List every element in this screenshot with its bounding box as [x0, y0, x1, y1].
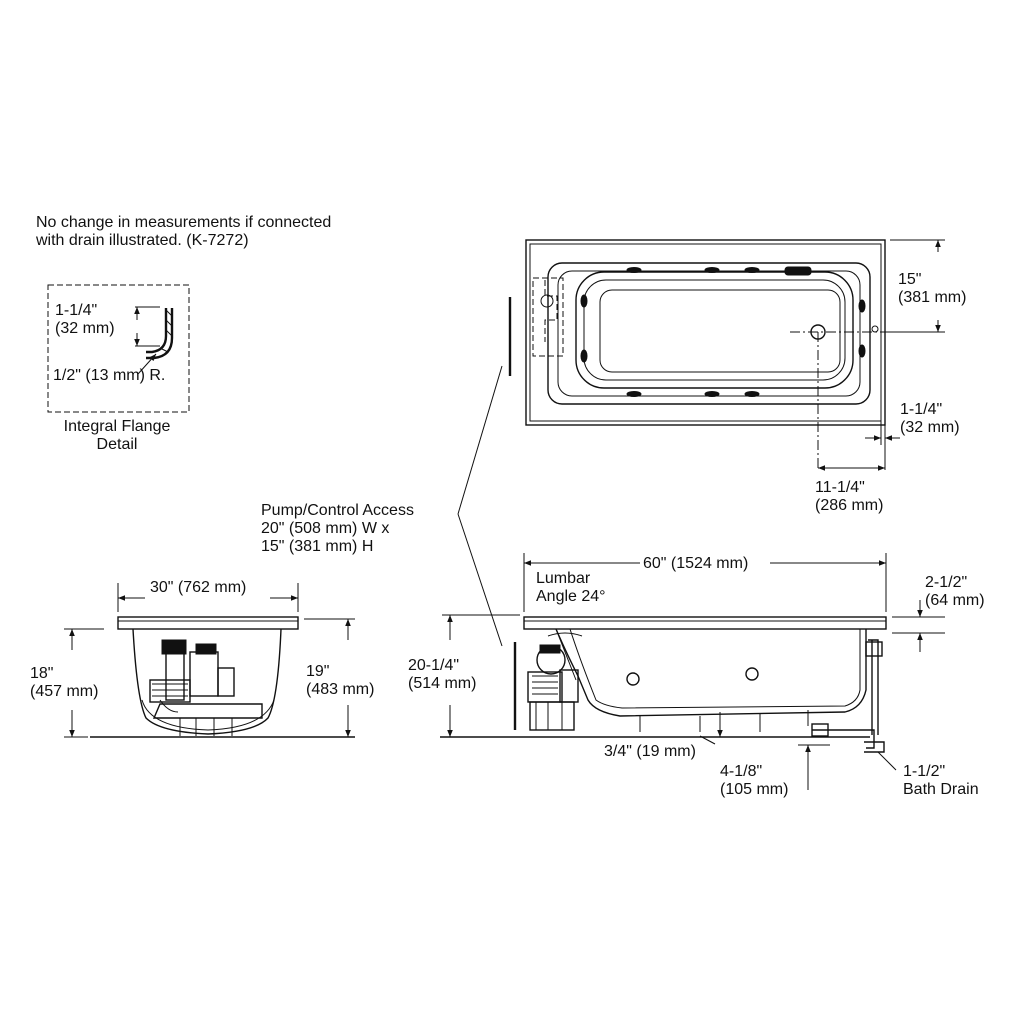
toe-label: 3/4" (19 mm)	[604, 743, 696, 760]
note-drain: No change in measurements if connected w…	[36, 214, 331, 250]
flange-detail	[47, 284, 190, 413]
drain-height-in: 4-1/8"	[720, 763, 763, 780]
leader-top	[457, 365, 503, 515]
side-height-in: 20-1/4"	[408, 657, 460, 674]
lumbar-line1: Lumbar	[536, 570, 591, 587]
end-right-height-mm: (483 mm)	[306, 681, 375, 698]
top-depth-in: 15"	[898, 271, 922, 288]
top-edge-label: 1-1/4" (32 mm)	[900, 401, 960, 437]
top-edge-in: 1-1/4"	[900, 401, 943, 418]
end-left-height-mm: (457 mm)	[30, 683, 99, 700]
end-right-height-in: 19"	[306, 663, 330, 680]
end-view-tub	[64, 583, 355, 738]
top-depth-label: 15" (381 mm)	[898, 271, 966, 307]
bath-drain-label: 1-1/2" Bath Drain	[903, 763, 979, 799]
end-left-height-label: 18" (457 mm)	[30, 665, 98, 701]
top-edge-mm: (32 mm)	[900, 419, 960, 436]
top-drain-label: 11-1/4" (286 mm)	[815, 479, 883, 515]
flange-dim-mm: (32 mm)	[55, 320, 115, 337]
drain-height-mm: (105 mm)	[720, 781, 789, 798]
side-view-tub	[440, 553, 945, 790]
side-length-label: 60" (1524 mm)	[643, 555, 749, 572]
lumbar-label: Lumbar Angle 24°	[536, 570, 606, 606]
bath-drain-line1: 1-1/2"	[903, 763, 946, 780]
bath-drain-line2: Bath Drain	[903, 781, 979, 798]
leader-side	[457, 513, 503, 647]
note-line1: No change in measurements if connected	[36, 214, 332, 231]
rim-in: 2-1/2"	[925, 574, 968, 591]
pump-access-line1: Pump/Control Access	[261, 502, 414, 519]
pump-access-label: Pump/Control Access 20" (508 mm) W x 15"…	[261, 502, 414, 556]
end-left-height-in: 18"	[30, 665, 54, 682]
side-height-mm: (514 mm)	[408, 675, 477, 692]
flange-caption-line2: Detail	[96, 436, 138, 453]
lumbar-line2: Angle 24°	[536, 588, 606, 605]
rim-mm: (64 mm)	[925, 592, 985, 609]
flange-caption-line1: Integral Flange	[63, 418, 171, 435]
top-view-tub	[508, 239, 945, 471]
note-line2: with drain illustrated. (K-7272)	[36, 232, 249, 249]
drain-height-label: 4-1/8" (105 mm)	[720, 763, 788, 799]
end-width-label: 30" (762 mm)	[150, 579, 247, 596]
pump-access-line3: 15" (381 mm) H	[261, 538, 374, 555]
pump-access-line2: 20" (508 mm) W x	[261, 520, 390, 537]
rim-label: 2-1/2" (64 mm)	[925, 574, 985, 610]
end-right-height-label: 19" (483 mm)	[306, 663, 374, 699]
flange-thickness-label: 1-1/4" (32 mm)	[55, 302, 115, 338]
top-depth-mm: (381 mm)	[898, 289, 967, 306]
top-drain-in: 11-1/4"	[815, 479, 865, 496]
flange-caption: Integral Flange Detail	[52, 418, 182, 454]
flange-radius-label: 1/2" (13 mm) R.	[53, 367, 166, 384]
flange-dim-in: 1-1/4"	[55, 302, 98, 319]
top-drain-mm: (286 mm)	[815, 497, 884, 514]
side-height-label: 20-1/4" (514 mm)	[408, 657, 476, 693]
